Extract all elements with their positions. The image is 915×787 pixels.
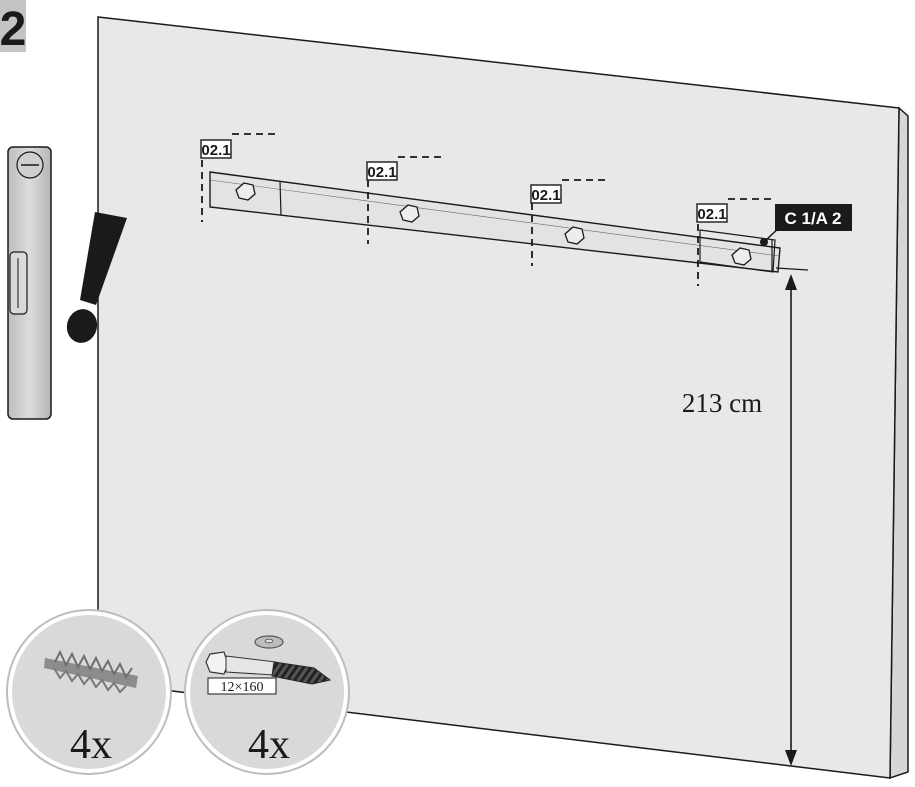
spirit-level-icon (7, 146, 52, 420)
part-wall-plug-quantity: 4x (70, 722, 112, 768)
lag-screw-icon: 12×160 (205, 651, 332, 695)
rail-tag-4: 02.1 (697, 206, 726, 223)
mounting-rail (209, 171, 809, 273)
rail-bolt-4 (731, 247, 752, 266)
rail-tag-2: 02.1 (367, 164, 396, 181)
wall-plug-icon (44, 649, 138, 694)
rail-marker-2: 02.1 (366, 156, 442, 244)
exclamation-icon (66, 212, 127, 343)
rail-tag-3: 02.1 (531, 187, 560, 204)
rail-tag-1: 02.1 (201, 142, 230, 159)
rail-bolt-1 (235, 182, 256, 201)
rail-bolt-3 (564, 226, 585, 245)
rail-marker-4: 02.1 (696, 198, 772, 286)
lag-screw-size: 12×160 (221, 680, 264, 695)
rail-marker-1: 02.1 (200, 133, 276, 222)
height-dimension: 213 cm (682, 274, 797, 766)
rail-bolt-2 (399, 204, 420, 223)
part-lag-screw: 12×160 4x (184, 609, 350, 775)
washer-icon (254, 635, 284, 649)
callout-text: C 1/A 2 (784, 209, 841, 228)
part-lag-screw-quantity: 4x (248, 722, 290, 768)
callout-reference: C 1/A 2 (760, 204, 852, 246)
part-wall-plug: 4x (6, 609, 172, 775)
height-dimension-label: 213 cm (682, 388, 762, 418)
step-badge: 2 (0, 0, 26, 56)
step-number: 2 (0, 3, 26, 56)
rail-marker-3: 02.1 (530, 179, 606, 266)
